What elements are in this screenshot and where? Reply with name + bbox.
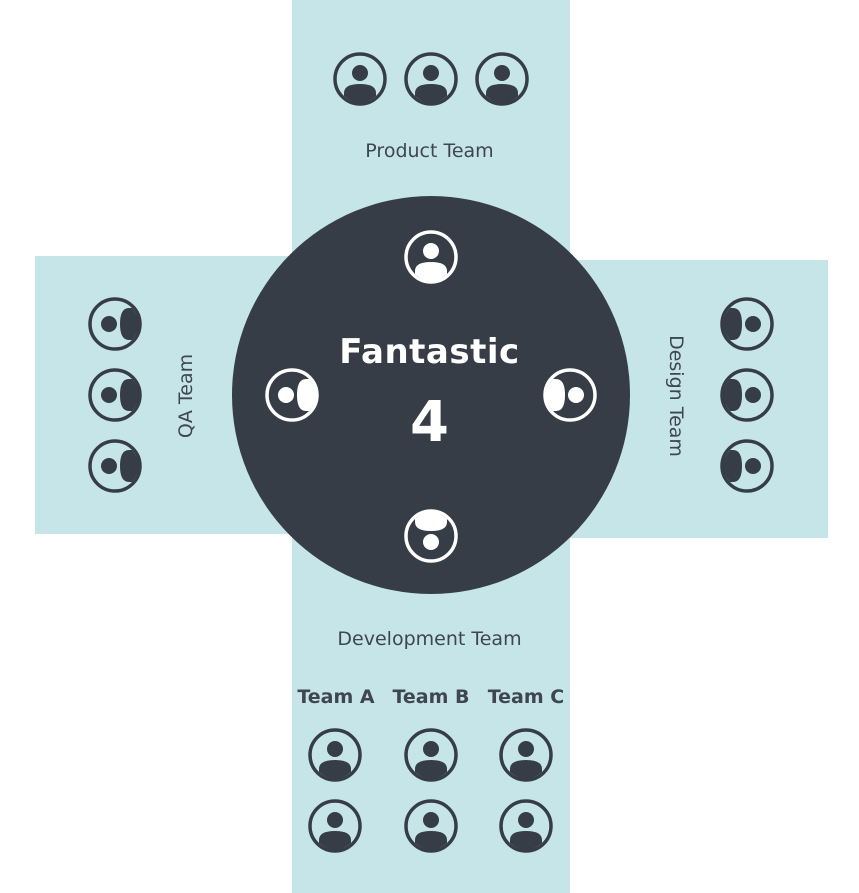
person-icon bbox=[498, 727, 554, 783]
person-icon bbox=[87, 367, 143, 423]
person-icon bbox=[403, 508, 459, 564]
person-icon bbox=[719, 438, 775, 494]
development-team-label: Development Team bbox=[337, 628, 522, 650]
person-icon bbox=[307, 798, 363, 854]
person-icon bbox=[87, 296, 143, 352]
person-icon bbox=[403, 798, 459, 854]
hub-title: Fantastic bbox=[339, 332, 520, 372]
team-b-label: Team B bbox=[392, 686, 470, 708]
person-icon bbox=[87, 438, 143, 494]
person-icon bbox=[498, 798, 554, 854]
person-icon bbox=[719, 296, 775, 352]
team-a-label: Team A bbox=[297, 686, 375, 708]
person-icon bbox=[403, 229, 459, 285]
person-icon bbox=[403, 51, 459, 107]
person-icon bbox=[307, 727, 363, 783]
team-c-label: Team C bbox=[487, 686, 565, 708]
person-icon bbox=[403, 727, 459, 783]
person-icon bbox=[542, 367, 598, 423]
person-icon bbox=[264, 367, 320, 423]
hub-number: 4 bbox=[410, 390, 449, 455]
person-icon bbox=[474, 51, 530, 107]
person-icon bbox=[332, 51, 388, 107]
person-icon bbox=[719, 367, 775, 423]
product-team-label: Product Team bbox=[365, 140, 494, 162]
